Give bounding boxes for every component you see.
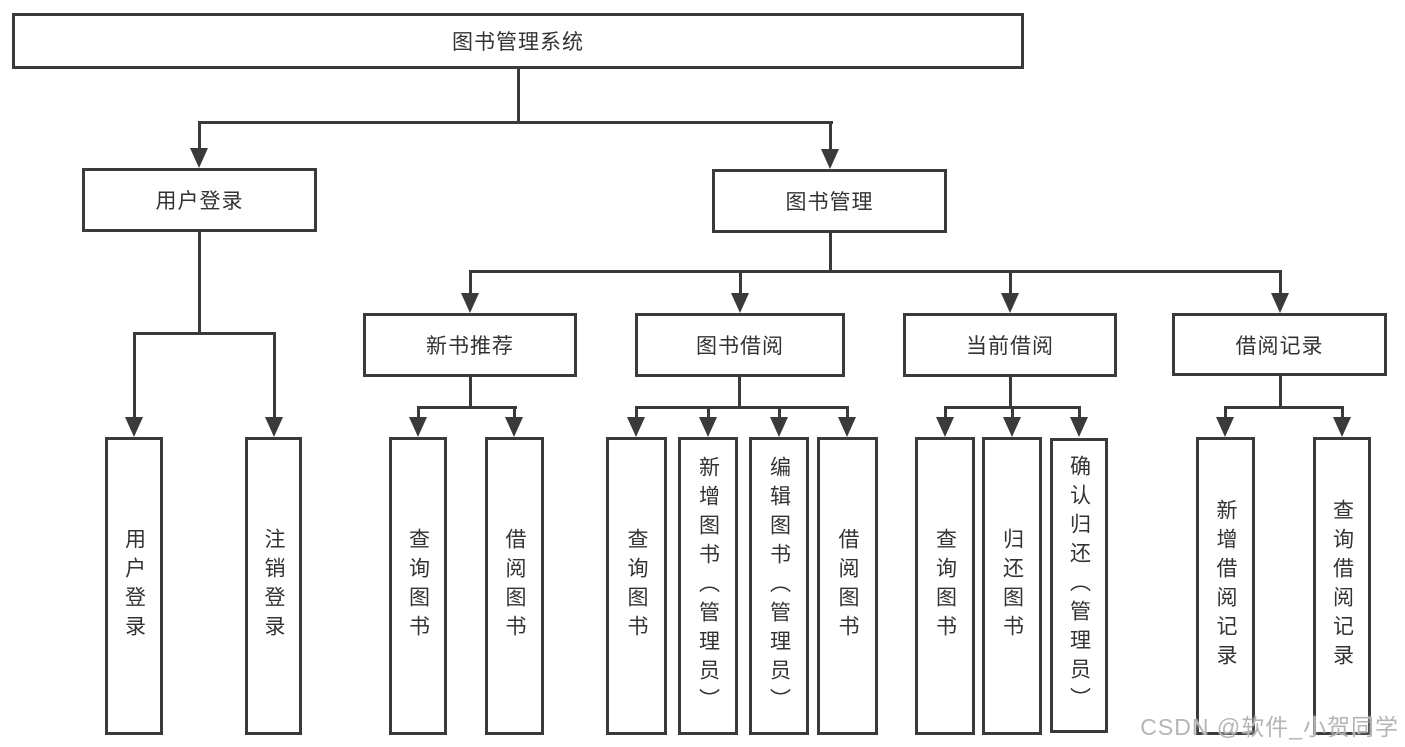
connector-line bbox=[417, 406, 420, 425]
connector-line bbox=[469, 270, 472, 301]
arrowhead-down-icon bbox=[1001, 293, 1019, 313]
arrowhead-down-icon bbox=[505, 417, 523, 437]
connector-line bbox=[133, 332, 136, 425]
connector-line bbox=[635, 406, 638, 425]
node-user-login-leaf-label: 用户登录 bbox=[122, 528, 146, 644]
connector-line bbox=[198, 232, 201, 334]
connector-line bbox=[1279, 270, 1282, 301]
connector-line bbox=[829, 121, 832, 157]
node-query-book-1: 查询图书 bbox=[389, 437, 447, 735]
connector-line bbox=[1341, 406, 1344, 425]
connector-line bbox=[635, 406, 849, 409]
connector-line bbox=[829, 233, 832, 272]
node-user-login-label: 用户登录 bbox=[155, 190, 244, 213]
arrowhead-down-icon bbox=[461, 293, 479, 313]
node-query-book-1-label: 查询图书 bbox=[406, 528, 430, 644]
connector-line bbox=[778, 406, 781, 425]
arrowhead-down-icon bbox=[731, 293, 749, 313]
node-book-borrow-label: 图书借阅 bbox=[696, 335, 784, 358]
node-return-book: 归还图书 bbox=[982, 437, 1042, 735]
connector-line bbox=[417, 406, 517, 409]
node-borrow-book-2-label: 借阅图书 bbox=[836, 528, 859, 644]
connector-line bbox=[469, 377, 472, 408]
arrowhead-down-icon bbox=[936, 417, 954, 437]
node-edit-book-admin: 编辑图书（管理员） bbox=[749, 437, 809, 735]
connector-line bbox=[1009, 270, 1012, 301]
connector-line bbox=[1078, 406, 1081, 425]
connector-line bbox=[198, 121, 201, 156]
arrowhead-down-icon bbox=[770, 417, 788, 437]
connector-line bbox=[1009, 377, 1012, 408]
node-new-book-recommend: 新书推荐 bbox=[363, 313, 577, 377]
connector-line bbox=[738, 377, 741, 408]
node-borrow-book-1: 借阅图书 bbox=[485, 437, 544, 735]
node-return-book-label: 归还图书 bbox=[1000, 528, 1024, 644]
connector-line bbox=[944, 406, 947, 425]
arrowhead-down-icon bbox=[838, 417, 856, 437]
connector-line bbox=[1224, 406, 1344, 409]
node-confirm-return-admin-label: 确认归还（管理员） bbox=[1067, 455, 1091, 716]
node-current-borrow-label: 当前借阅 bbox=[966, 335, 1054, 358]
node-book-management: 图书管理 bbox=[712, 169, 947, 233]
arrowhead-down-icon bbox=[627, 417, 645, 437]
node-logout-leaf-label: 注销登录 bbox=[262, 528, 285, 644]
connector-line bbox=[517, 69, 520, 123]
node-borrow-record-label: 借阅记录 bbox=[1235, 334, 1324, 358]
node-user-login: 用户登录 bbox=[82, 168, 317, 232]
node-borrow-book-1-label: 借阅图书 bbox=[503, 528, 526, 644]
connector-line bbox=[513, 406, 516, 425]
arrowhead-down-icon bbox=[265, 417, 283, 437]
arrowhead-down-icon bbox=[1271, 293, 1289, 313]
connector-line bbox=[273, 332, 276, 425]
connector-line bbox=[1011, 406, 1014, 425]
node-library-system-label: 图书管理系统 bbox=[452, 31, 584, 54]
arrowhead-down-icon bbox=[821, 149, 839, 169]
node-query-borrow-record: 查询借阅记录 bbox=[1313, 437, 1371, 735]
connector-line bbox=[198, 121, 833, 124]
node-add-borrow-record: 新增借阅记录 bbox=[1196, 437, 1255, 735]
node-edit-book-admin-label: 编辑图书（管理员） bbox=[767, 455, 791, 717]
node-confirm-return-admin: 确认归还（管理员） bbox=[1050, 438, 1108, 733]
connector-line bbox=[1224, 406, 1227, 425]
node-new-book-recommend-label: 新书推荐 bbox=[426, 335, 514, 358]
arrowhead-down-icon bbox=[1003, 417, 1021, 437]
node-book-management-label: 图书管理 bbox=[785, 191, 874, 214]
node-borrow-book-2: 借阅图书 bbox=[817, 437, 878, 735]
arrowhead-down-icon bbox=[1216, 417, 1234, 437]
node-add-book-admin-label: 新增图书（管理员） bbox=[696, 455, 720, 717]
node-query-book-3: 查询图书 bbox=[915, 437, 975, 735]
connector-line bbox=[1279, 376, 1282, 408]
arrowhead-down-icon bbox=[125, 417, 143, 437]
node-logout-leaf: 注销登录 bbox=[245, 437, 302, 735]
arrowhead-down-icon bbox=[190, 148, 208, 168]
node-query-book-2-label: 查询图书 bbox=[625, 528, 648, 644]
connector-line bbox=[846, 406, 849, 425]
node-borrow-record: 借阅记录 bbox=[1172, 313, 1387, 376]
node-add-book-admin: 新增图书（管理员） bbox=[678, 437, 738, 735]
node-current-borrow: 当前借阅 bbox=[903, 313, 1117, 377]
node-library-system: 图书管理系统 bbox=[12, 13, 1024, 69]
arrowhead-down-icon bbox=[409, 417, 427, 437]
node-query-borrow-record-label: 查询借阅记录 bbox=[1330, 499, 1354, 673]
arrowhead-down-icon bbox=[699, 417, 717, 437]
node-query-book-2: 查询图书 bbox=[606, 437, 667, 735]
node-add-borrow-record-label: 新增借阅记录 bbox=[1214, 499, 1237, 673]
node-query-book-3-label: 查询图书 bbox=[933, 528, 957, 644]
connector-line bbox=[469, 270, 1282, 273]
node-user-login-leaf: 用户登录 bbox=[105, 437, 163, 735]
node-book-borrow: 图书借阅 bbox=[635, 313, 845, 377]
connector-line bbox=[133, 332, 276, 335]
watermark: CSDN @软件_小贺同学 bbox=[1140, 714, 1399, 740]
connector-line bbox=[707, 406, 710, 425]
connector-line bbox=[739, 270, 742, 301]
arrowhead-down-icon bbox=[1070, 417, 1088, 437]
arrowhead-down-icon bbox=[1333, 417, 1351, 437]
